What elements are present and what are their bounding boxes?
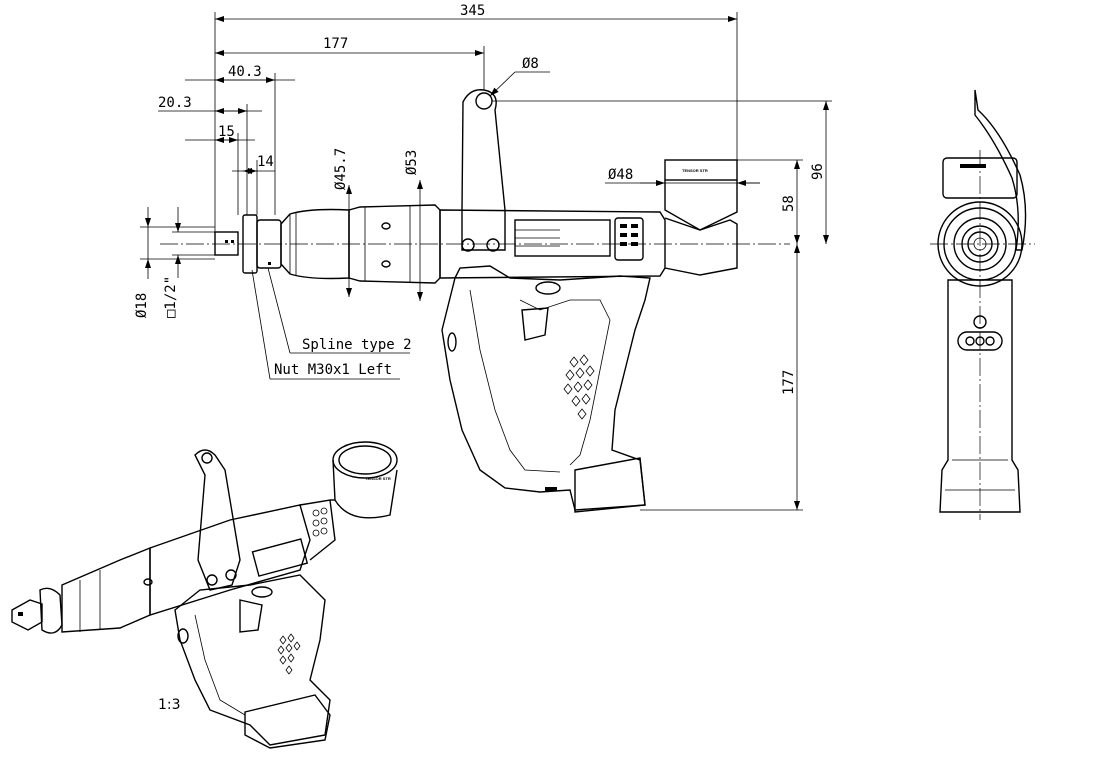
extension-lines: [214, 12, 738, 235]
svg-text:58: 58: [781, 195, 797, 212]
dim-height-58: 58: [737, 159, 803, 244]
dim-port-dia: Ø48: [605, 167, 760, 186]
dim-square-to-nut: 40.3: [185, 64, 295, 83]
dim-spline-dia: Ø45.7: [333, 148, 352, 297]
dim-height-96: 96: [490, 100, 832, 244]
dim-height-177: 177: [640, 244, 803, 511]
svg-text:Ø18: Ø18: [134, 293, 150, 318]
svg-text:TENSOR STR: TENSOR STR: [682, 168, 708, 173]
callout-spline: Spline type 2: [267, 267, 412, 354]
scale-label: 1:3: [158, 697, 181, 713]
callout-nut: Nut M30x1 Left: [251, 269, 400, 380]
dim-square-length: 20.3: [158, 95, 262, 114]
svg-text:□1/2": □1/2": [163, 276, 179, 318]
svg-text:15: 15: [218, 124, 235, 140]
dim-hanger-position: 177: [215, 36, 484, 56]
dim-14: 14: [232, 154, 275, 174]
svg-text:Ø8: Ø8: [522, 56, 539, 72]
svg-text:Ø45.7: Ø45.7: [333, 148, 349, 190]
svg-text:14: 14: [257, 154, 274, 170]
svg-text:177: 177: [781, 370, 797, 395]
iso-buttons: [312, 507, 328, 537]
dim-overall-length: 345: [215, 3, 737, 22]
grip-pattern: [563, 354, 595, 420]
svg-text:Ø53: Ø53: [404, 150, 420, 175]
svg-text:177: 177: [323, 36, 348, 52]
svg-text:96: 96: [810, 163, 826, 180]
dim-body-dia: Ø53: [404, 150, 423, 301]
svg-text:Ø48: Ø48: [608, 167, 633, 183]
isometric-view: TENSOR STR: [11, 441, 398, 749]
dim-15: 15: [185, 124, 255, 143]
svg-text:345: 345: [460, 3, 485, 19]
front-view: [930, 89, 1035, 520]
svg-text:20.3: 20.3: [158, 95, 192, 111]
svg-text:TENSOR STR: TENSOR STR: [365, 476, 391, 481]
svg-text:40.3: 40.3: [228, 64, 262, 80]
iso-grip-pattern: [277, 633, 301, 675]
svg-text:Spline type 2: Spline type 2: [302, 337, 412, 353]
svg-text:Nut M30x1 Left: Nut M30x1 Left: [274, 362, 392, 378]
dim-hanger-hole: Ø8: [489, 56, 550, 97]
dim-square-drive: □1/2": [163, 207, 215, 318]
side-view: TENSOR STR: [160, 89, 790, 513]
